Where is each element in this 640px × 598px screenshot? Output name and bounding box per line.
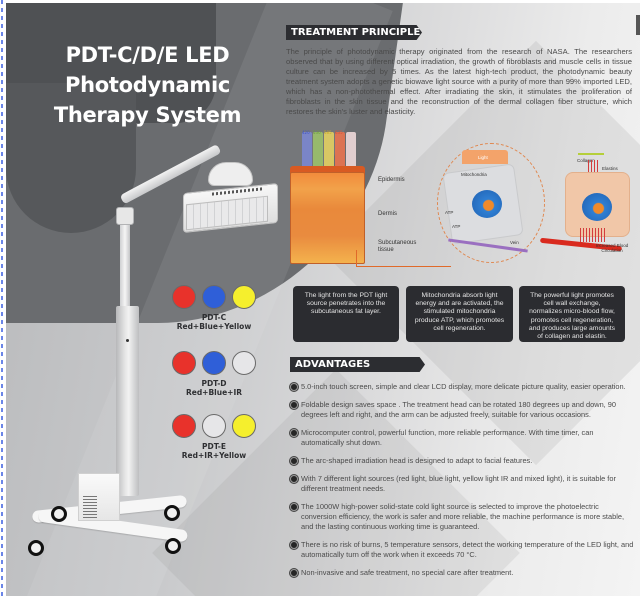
- yellow-light-swatch: [232, 285, 256, 309]
- bullet-icon: [290, 503, 298, 511]
- skin-cross-section: [290, 172, 365, 264]
- atp-label: ATP: [445, 210, 454, 215]
- advantage-item: Foldable design saves space . The treatm…: [290, 400, 634, 420]
- mitochondria-label: Mitochondria: [461, 172, 487, 177]
- vein-label: Vein: [510, 240, 519, 245]
- bullet-icon: [290, 401, 298, 409]
- yellow-beam: [324, 132, 334, 187]
- bullet-icon: [290, 475, 298, 483]
- bullet-icon: [290, 569, 298, 577]
- collagen-label: Collagen: [577, 158, 595, 163]
- cell-nucleus: [582, 193, 612, 221]
- page-edge-guide: [1, 0, 3, 598]
- wavelength-label: 585: [324, 130, 332, 135]
- device-arm-joint: [116, 207, 134, 225]
- elastin-fibers: [588, 160, 600, 174]
- product-title: PDT-C/D/E LED Photodynamic Therapy Syste…: [40, 40, 255, 130]
- ir-beam: [346, 132, 356, 187]
- info-box-penetration: The light from the PDT light source pene…: [293, 286, 399, 342]
- pdt-device-image: [0, 0, 280, 598]
- advantage-item: Microcomputer control, powerful function…: [290, 428, 634, 448]
- dermis-label: Dermis: [378, 211, 397, 217]
- cell-nucleus: [472, 190, 502, 218]
- blood-circulation-label: Increased Blood Circulation: [595, 243, 629, 253]
- ir-light-swatch: [202, 414, 226, 438]
- bullet-icon: [290, 457, 298, 465]
- background-shape: [6, 83, 136, 233]
- advantage-item: 5.0-inch touch screen, simple and clear …: [290, 382, 634, 392]
- model-name: PDT-C: [201, 313, 227, 322]
- treatment-principle-heading: TREATMENT PRINCIPLE: [286, 25, 422, 40]
- model-pdt-c: PDT-C Red+Blue+Yellow: [172, 285, 264, 331]
- info-box-collagen: The powerful light promotes cell wall ex…: [519, 286, 625, 342]
- title-line-2: Photodynamic: [64, 73, 230, 97]
- model-pdt-d: PDT-D Red+Blue+IR: [172, 351, 264, 397]
- subcutaneous-label: Subcutaneous tissue: [378, 240, 417, 253]
- epidermis-layer: [290, 166, 365, 176]
- caster-wheel-icon: [165, 538, 181, 554]
- wavelength-label: 420: [302, 130, 310, 135]
- device-main-pole: [116, 306, 139, 496]
- advantages-list: 5.0-inch touch screen, simple and clear …: [290, 382, 634, 586]
- bullet-icon: [290, 383, 298, 391]
- red-light-swatch: [172, 285, 196, 309]
- red-light-swatch: [172, 351, 196, 375]
- bullet-icon: [290, 429, 298, 437]
- light-label: Light: [478, 155, 488, 160]
- advantages-heading: ADVANTAGES: [290, 357, 425, 372]
- model-lights: Red+Blue+Yellow: [176, 322, 252, 331]
- wavelength-label: 635: [335, 130, 343, 135]
- pole-screw: [126, 339, 129, 342]
- blue-light-swatch: [202, 285, 226, 309]
- advantage-item: There is no risk of burns, 5 temperature…: [290, 540, 634, 560]
- elastin-label: Elastins: [602, 166, 618, 171]
- model-name: PDT-D: [201, 379, 227, 388]
- info-box-mitochondria: Mitochondria absorb light energy and are…: [406, 286, 513, 342]
- green-beam: [313, 132, 323, 187]
- model-lights: Red+IR+Yellow: [181, 451, 247, 460]
- caster-wheel-icon: [164, 505, 180, 521]
- model-lights: Red+Blue+IR: [185, 388, 243, 397]
- red-beam: [335, 132, 345, 187]
- ir-light-swatch: [232, 351, 256, 375]
- advantage-item: The arc-shaped irradiation head is desig…: [290, 456, 634, 466]
- caster-wheel-icon: [51, 506, 67, 522]
- red-light-swatch: [172, 414, 196, 438]
- yellow-light-swatch: [232, 414, 256, 438]
- collagen-strand: [578, 153, 604, 155]
- title-line-1: PDT-C/D/E LED: [65, 43, 230, 67]
- connector-line: [356, 250, 358, 267]
- advantage-item: The 1000W high-power solid-state cold li…: [290, 502, 634, 532]
- epidermis-label: Epidermis: [378, 177, 405, 183]
- bullet-icon: [290, 541, 298, 549]
- blood-flow-fibers: [580, 228, 606, 242]
- cell-body: [565, 172, 630, 237]
- model-name: PDT-E: [202, 442, 226, 451]
- connector-line: [356, 266, 451, 267]
- atp-label: ATP: [452, 224, 461, 229]
- light-band: [462, 150, 508, 164]
- caster-wheel-icon: [28, 540, 44, 556]
- title-line-3: Therapy System: [53, 103, 242, 127]
- wavelength-label: 530: [313, 130, 321, 135]
- power-supply-vent: [83, 496, 97, 518]
- treatment-principle-text: The principle of photodynamic therapy or…: [286, 47, 632, 116]
- advantage-item: Non-invasive and safe treatment, no spec…: [290, 568, 634, 578]
- device-upper-pole: [120, 215, 130, 310]
- model-pdt-e: PDT-E Red+IR+Yellow: [172, 414, 264, 460]
- advantage-item: With 7 different light sources (red ligh…: [290, 474, 634, 494]
- blue-beam: [302, 132, 312, 187]
- page-edge-marker: [636, 15, 640, 35]
- lamp-cap: [208, 162, 253, 186]
- blue-light-swatch: [202, 351, 226, 375]
